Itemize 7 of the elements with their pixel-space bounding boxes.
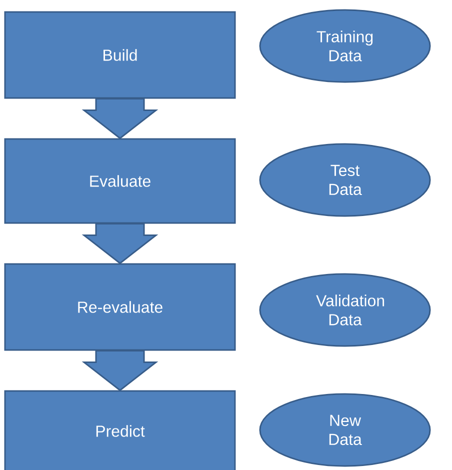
process-box: Re-evaluate — [4, 263, 236, 351]
process-box: Predict — [4, 390, 236, 470]
block-arrow — [82, 350, 158, 392]
process-box: Build — [4, 11, 236, 99]
block-arrow — [82, 223, 158, 264]
process-box: Evaluate — [4, 138, 236, 224]
block-arrow — [82, 98, 158, 140]
